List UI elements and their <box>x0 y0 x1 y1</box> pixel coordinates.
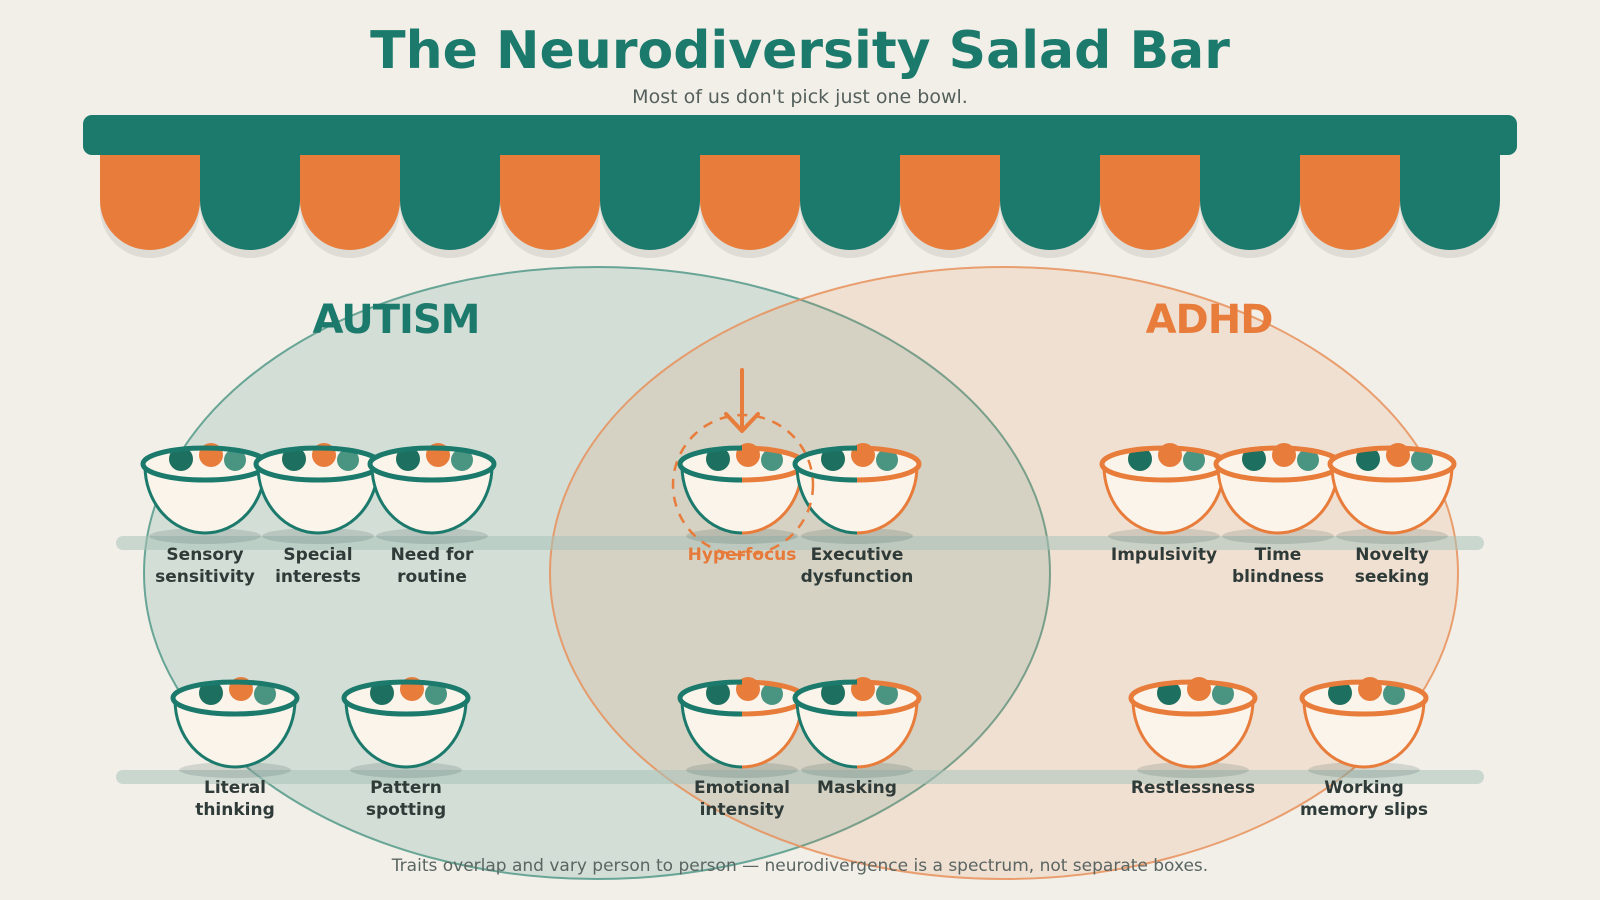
page-title: The Neurodiversity Salad Bar <box>370 21 1230 81</box>
bowl-impulsivity: Impulsivity <box>1099 443 1229 565</box>
trait-label-line: Masking <box>817 778 897 798</box>
trait-label-line: interests <box>275 567 361 587</box>
trait-label-line: Working <box>1324 778 1404 798</box>
bowl-masking: Masking <box>792 677 922 798</box>
shelf-top <box>116 536 1484 550</box>
awning-scallop <box>900 150 1000 250</box>
trait-label-masking: Masking <box>817 778 897 798</box>
trait-label-line: thinking <box>195 800 275 820</box>
adhd-label: ADHD <box>1146 297 1273 343</box>
trait-label-restlessness: Restlessness <box>1131 778 1255 798</box>
bowl-restlessness: Restlessness <box>1128 677 1258 798</box>
trait-label-line: memory slips <box>1300 800 1428 820</box>
awning-scallop <box>600 150 700 250</box>
trait-label-line: blindness <box>1232 567 1324 587</box>
awning-bar <box>83 115 1517 155</box>
awning-scallop <box>1100 150 1200 250</box>
trait-label-line: Sensory <box>166 545 243 565</box>
awning-scallop <box>200 150 300 250</box>
trait-label-line: Special <box>283 545 352 565</box>
awning-scallop <box>1000 150 1100 250</box>
trait-label-line: Novelty <box>1355 545 1429 565</box>
trait-label-line: Impulsivity <box>1111 545 1217 565</box>
trait-label-line: Restlessness <box>1131 778 1255 798</box>
trait-label-line: sensitivity <box>155 567 255 587</box>
awning-scallop <box>400 150 500 250</box>
trait-label-line: dysfunction <box>801 567 914 587</box>
awning-scallop <box>700 150 800 250</box>
trait-label-line: Time <box>1255 545 1302 565</box>
trait-label-line: Literal <box>204 778 266 798</box>
trait-label-line: Emotional <box>694 778 790 798</box>
trait-label-impulsivity: Impulsivity <box>1111 545 1217 565</box>
trait-label-line: routine <box>397 567 467 587</box>
page-subtitle: Most of us don't pick just one bowl. <box>632 86 968 108</box>
hyperfocus-marker <box>671 368 815 557</box>
trait-label-line: spotting <box>366 800 446 820</box>
bowl-hyperfocus: Hyperfocus <box>677 443 807 565</box>
awning-scallop <box>300 150 400 250</box>
trait-label-line: seeking <box>1355 567 1430 587</box>
highlight-ring <box>671 413 815 557</box>
trait-label-line: Need for <box>391 545 474 565</box>
awning-scallop <box>1200 150 1300 250</box>
awning-scallop <box>1300 150 1400 250</box>
awning-scallop <box>1400 150 1500 250</box>
awning-scallop <box>800 150 900 250</box>
awning-scallop <box>500 150 600 250</box>
arrow-down-icon <box>724 368 760 433</box>
trait-label-line: intensity <box>700 800 785 820</box>
shelf-bottom <box>116 770 1484 784</box>
trait-label-line: Executive <box>811 545 904 565</box>
awning <box>83 115 1517 258</box>
shelves <box>116 536 1484 784</box>
awning-scallop <box>100 150 200 250</box>
footer-note: Traits overlap and vary person to person… <box>391 856 1208 876</box>
trait-label-line: Pattern <box>370 778 442 798</box>
autism-label: AUTISM <box>313 297 480 343</box>
